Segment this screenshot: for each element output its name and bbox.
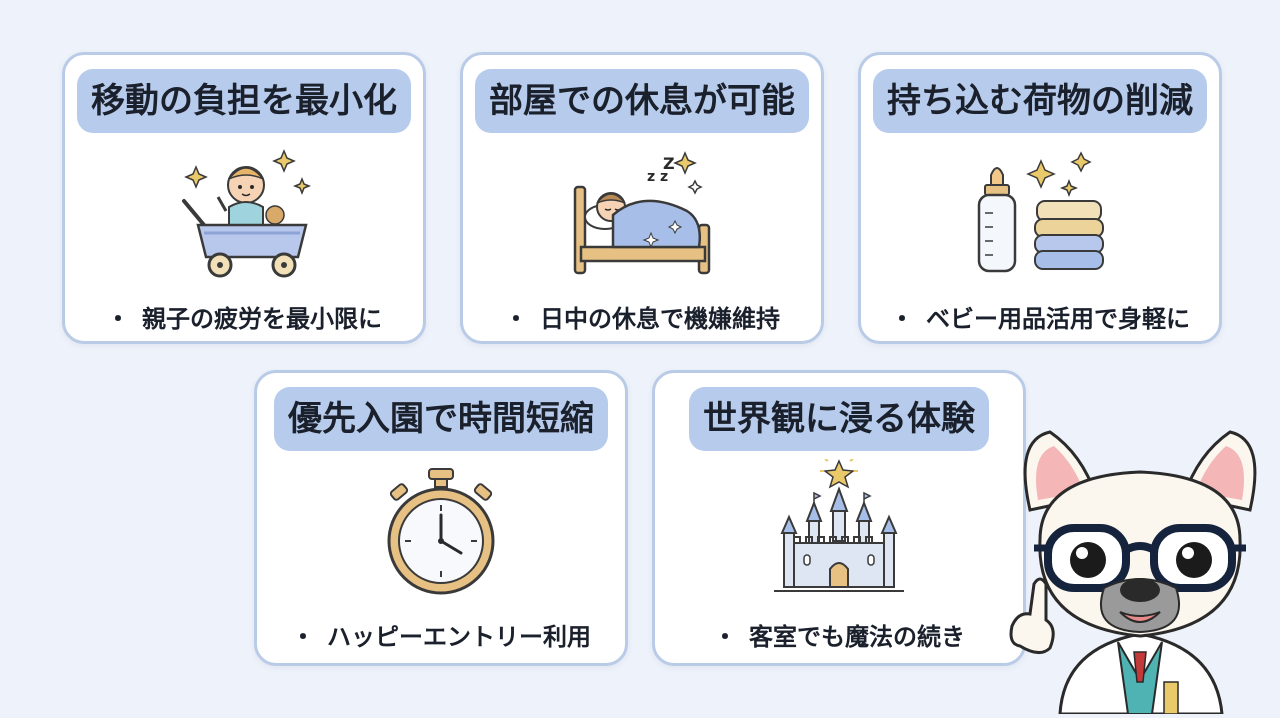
sleeping-child-bed-icon: z z Z [567, 147, 717, 279]
card-rest: 部屋での休息が可能 z z Z ・日中の休息で機嫌維持 [460, 52, 824, 344]
card-stroller: 移動の負担を最小化 ・親子の疲労を最小限に [62, 52, 426, 344]
bullet-text: 客室でも魔法の続き [749, 623, 965, 651]
card-bullet: ・日中の休息で機嫌維持 [463, 299, 821, 334]
card-bullet: ・親子の疲労を最小限に [65, 299, 423, 334]
bullet-text: ハッピーエントリー利用 [327, 623, 591, 651]
bullet-mark: ・ [291, 623, 315, 651]
bullet-mark: ・ [890, 305, 914, 333]
svg-text:z z: z z [647, 169, 668, 185]
bullet-mark: ・ [713, 623, 737, 651]
card-bullet: ・ハッピーエントリー利用 [257, 617, 625, 652]
french-bulldog-doctor-icon [1000, 420, 1280, 716]
castle-icon [774, 458, 904, 595]
card-world-immersion: 世界観に浸る体験 ・客室でも魔法の続き [652, 370, 1026, 666]
card-priority-entry: 優先入園で時間短縮 ・ハッピーエントリー利用 [254, 370, 628, 666]
bullet-text: 日中の休息で機嫌維持 [540, 305, 780, 333]
svg-text:Z: Z [663, 154, 675, 173]
bullet-mark: ・ [106, 305, 130, 333]
card-title: 優先入園で時間短縮 [274, 387, 608, 451]
card-title: 移動の負担を最小化 [77, 69, 411, 133]
baby-bottle-towels-icon [965, 147, 1115, 279]
card-title: 持ち込む荷物の削減 [873, 69, 1207, 133]
card-title: 世界観に浸る体験 [689, 387, 989, 451]
card-luggage: 持ち込む荷物の削減 ・ベビー用品活用で身軽に [858, 52, 1222, 344]
bullet-text: ベビー用品活用で身軽に [926, 305, 1190, 333]
stopwatch-icon [381, 467, 501, 597]
card-bullet: ・客室でも魔法の続き [655, 617, 1023, 652]
card-bullet: ・ベビー用品活用で身軽に [861, 299, 1219, 334]
baby-stroller-icon [174, 147, 314, 279]
bullet-mark: ・ [504, 305, 528, 333]
card-title: 部屋での休息が可能 [475, 69, 809, 133]
bullet-text: 親子の疲労を最小限に [142, 305, 382, 333]
